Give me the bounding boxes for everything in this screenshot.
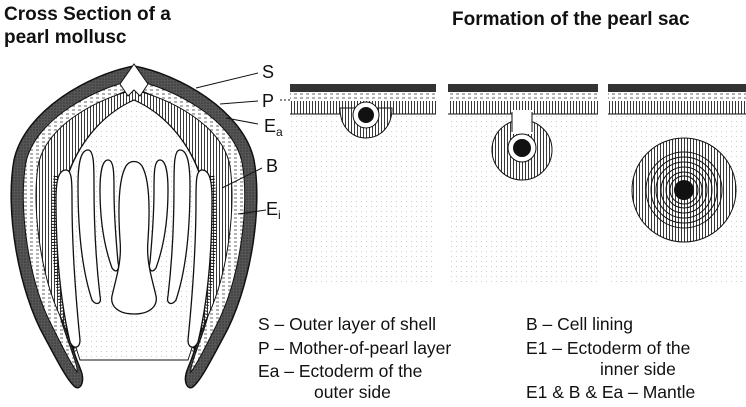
label-ea-sub: a (276, 125, 283, 139)
label-b: B (266, 156, 278, 176)
pearl-sac-panel-3 (608, 84, 746, 284)
label-s: S (262, 62, 274, 82)
legend-ea-line1: Ea – Ectoderm of the (258, 361, 422, 382)
label-ea: E (264, 116, 276, 136)
label-ei-sub: i (278, 208, 281, 222)
legend-b: B – Cell lining (526, 314, 633, 335)
legend-mantle: E1 & B & Ea – Mantle (526, 382, 695, 403)
label-ei: E (266, 199, 278, 219)
pearl-sac-panel-2 (448, 84, 598, 284)
pearl-sac-panel-1 (290, 84, 436, 284)
legend-e1-line2: inner side (600, 359, 676, 380)
legend-e1-line1: E1 – Ectoderm of the (526, 338, 690, 359)
legend-p: P – Mother-of-pearl layer (258, 338, 451, 359)
legend-s: S – Outer layer of shell (258, 314, 436, 335)
legend-ea-line2: outer side (314, 382, 391, 403)
mollusc-cross-section (11, 64, 257, 388)
label-p: P (262, 91, 274, 111)
